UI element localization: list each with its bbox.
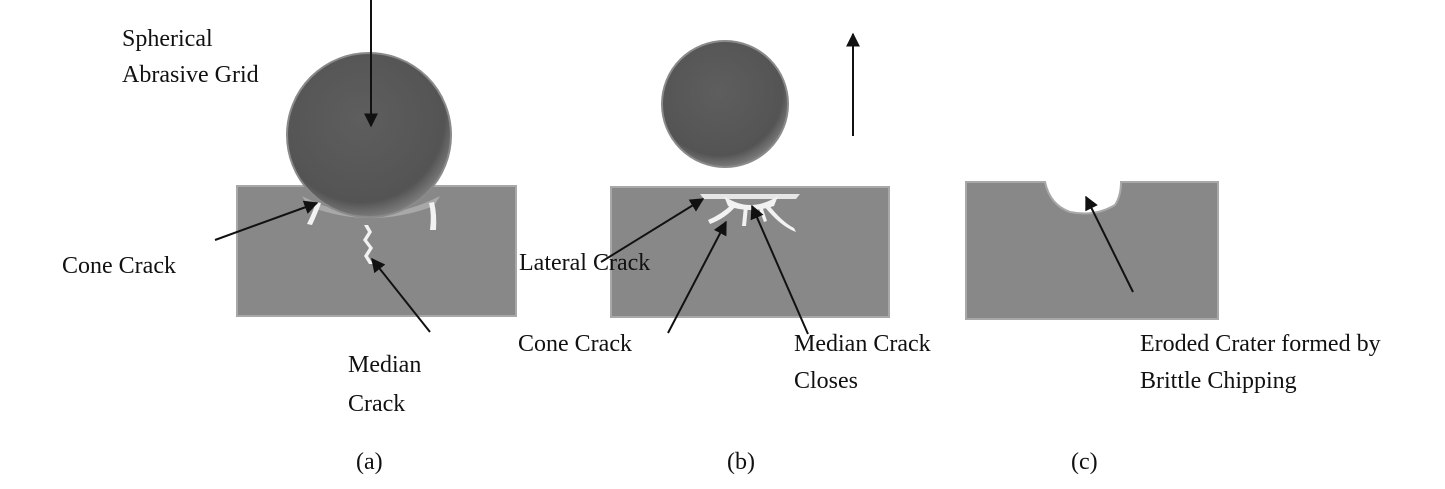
cone-crack-small-b	[742, 206, 748, 226]
plastic-zone-a	[302, 196, 440, 218]
crater-pointer-c	[1085, 195, 1134, 293]
lateral-crack-pointer-b	[600, 198, 705, 263]
median-crack-label-b-line1: Median Crack	[794, 331, 931, 357]
median-crack-label-a-line1: Median	[348, 352, 421, 378]
lateral-crack-label-b: Lateral Crack	[519, 250, 650, 276]
abrasive-particle-b	[661, 40, 789, 168]
panel-label-b: (b)	[727, 449, 755, 475]
lateral-crack-b	[700, 194, 800, 199]
cone-crack-label-b: Cone Crack	[518, 331, 632, 357]
crater-label-line2: Brittle Chipping	[1140, 368, 1297, 394]
panel-label-c: (c)	[1071, 449, 1098, 475]
cratered-block-c	[965, 181, 1219, 320]
median-crack-label-a-line2: Crack	[348, 391, 405, 417]
median-crack-pointer-b	[750, 204, 809, 335]
median-crack-label-b-line2: Closes	[794, 368, 858, 394]
panel-a: Spherical Abrasive Grid Cone Crack Media…	[62, 0, 517, 475]
median-crack-a	[363, 225, 373, 264]
crater-label-line1: Eroded Crater formed by	[1140, 331, 1381, 357]
cone-crack-label-a: Cone Crack	[62, 253, 176, 279]
cone-crack-right-b	[764, 204, 796, 232]
median-crack-pointer-a	[371, 257, 431, 333]
cone-crack-left-b	[708, 204, 736, 224]
panel-b: Lateral Crack Cone Crack Median Crack Cl…	[518, 32, 931, 475]
panel-c: Eroded Crater formed by Brittle Chipping…	[965, 181, 1381, 475]
panel-label-a: (a)	[356, 449, 383, 475]
particle-label-line1: Spherical	[122, 26, 213, 52]
cone-crack-right-a	[429, 202, 437, 230]
cone-crack-pointer-a	[214, 200, 319, 241]
cone-crack-pointer-b	[667, 220, 727, 334]
abrasive-particle-a	[286, 52, 452, 218]
particle-label-line2: Abrasive Grid	[122, 62, 259, 88]
